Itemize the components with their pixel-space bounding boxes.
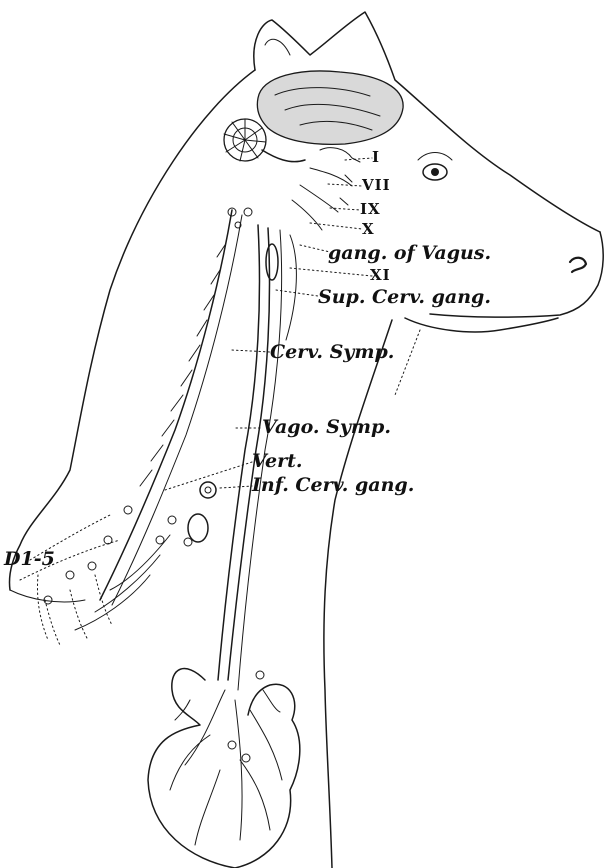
label-cranial-nerve-xi: XI	[370, 268, 391, 283]
label-sup-cerv-gang: Sup. Cerv. gang.	[318, 288, 491, 307]
label-inf-cerv-gang: Inf. Cerv. gang.	[252, 476, 414, 495]
d15-bracket	[37, 575, 48, 640]
label-gang-of-vagus: gang. of Vagus.	[328, 244, 491, 263]
stellate-ganglion	[188, 514, 208, 542]
label-cranial-nerve-ix: IX	[360, 202, 381, 217]
brain-stem	[262, 150, 305, 162]
heart-outline	[148, 669, 300, 868]
jaw-outline	[405, 318, 558, 332]
nostril	[570, 258, 586, 272]
neck-back-outline	[9, 70, 255, 590]
cardiac-ganglia	[228, 671, 264, 762]
thoracic-nerves-dotted	[20, 515, 120, 645]
sup-cerv-ganglion	[266, 244, 278, 280]
label-cerv-symp: Cerv. Symp.	[270, 343, 394, 362]
label-cranial-nerve-x: X	[362, 222, 375, 237]
brachial-plexus	[75, 535, 170, 630]
spinal-cord-outer	[100, 210, 232, 600]
label-cranial-nerve-i: I	[372, 150, 380, 165]
cardiac-nerve-branches	[170, 690, 282, 845]
brain-cerebrum	[257, 71, 403, 144]
eye-pupil	[431, 168, 439, 176]
inf-cerv-ganglion-inner	[205, 487, 211, 493]
inf-cerv-ganglion	[200, 482, 216, 498]
ear-inner	[265, 39, 290, 55]
spinal-nerve-roots	[140, 245, 225, 486]
label-cranial-nerve-vii: VII	[362, 178, 391, 193]
label-vago-symp: Vago. Symp.	[262, 418, 391, 437]
eye-brow	[418, 153, 452, 161]
label-d1-5: D1-5	[4, 550, 55, 569]
spinal-cord-inner	[112, 215, 242, 605]
label-vert: Vert.	[252, 452, 303, 471]
neck-front-outline	[324, 320, 392, 868]
leader-lines	[165, 158, 420, 490]
carotid	[286, 235, 296, 340]
